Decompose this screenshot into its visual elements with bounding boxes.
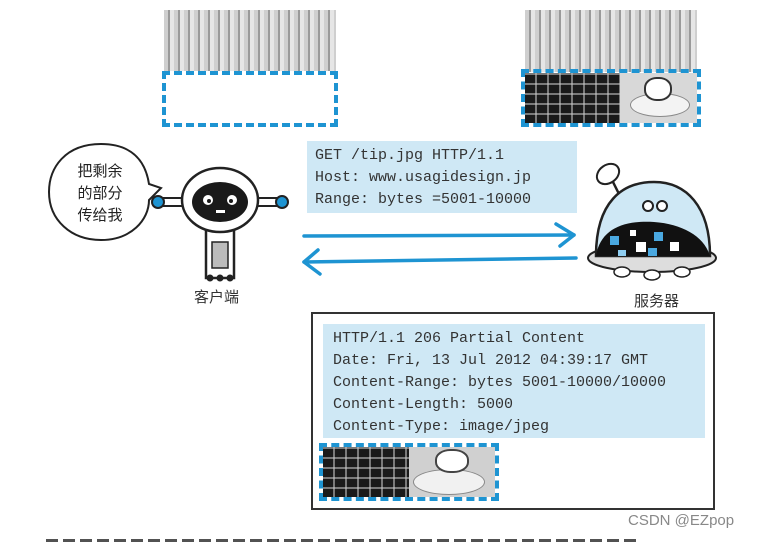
speech-line: 把剩余 (77, 162, 123, 180)
response-image-fragment (319, 443, 499, 501)
client-label: 客户端 (194, 288, 240, 306)
response-line: Content-Range: bytes 5001-10000/10000 (333, 374, 667, 391)
cut-off-caption (46, 537, 636, 542)
response-line: Content-Type: image/jpeg (333, 418, 550, 435)
speech-bubble (47, 142, 163, 242)
request-line: Host: www.usagidesign.jp (315, 169, 532, 186)
speech-line: 的部分 (77, 184, 123, 202)
client-robot-icon (151, 166, 289, 282)
response-line: Date: Fri, 13 Jul 2012 04:39:17 GMT (333, 352, 649, 369)
request-arrow (302, 222, 576, 248)
response-line: HTTP/1.1 206 Partial Content (333, 330, 586, 347)
request-line: GET /tip.jpg HTTP/1.1 (315, 147, 505, 164)
response-box: HTTP/1.1 206 Partial Content Date: Fri, … (323, 324, 705, 438)
request-line: Range: bytes =5001-10000 (315, 191, 532, 208)
server-full-image-top (525, 10, 697, 72)
client-missing-region (162, 71, 338, 127)
server-robot-icon (587, 162, 717, 281)
request-box: GET /tip.jpg HTTP/1.1 Host: www.usagides… (307, 141, 577, 213)
watermark: CSDN @EZpop (628, 512, 735, 529)
server-range-region (521, 69, 701, 127)
speech-bubble-text: 把剩余 的部分 传给我 (70, 160, 130, 226)
speech-line: 传给我 (77, 206, 123, 224)
client-partial-image-top (164, 10, 336, 72)
server-label: 服务器 (634, 292, 680, 310)
response-arrow (302, 248, 578, 276)
response-line: Content-Length: 5000 (333, 396, 514, 413)
